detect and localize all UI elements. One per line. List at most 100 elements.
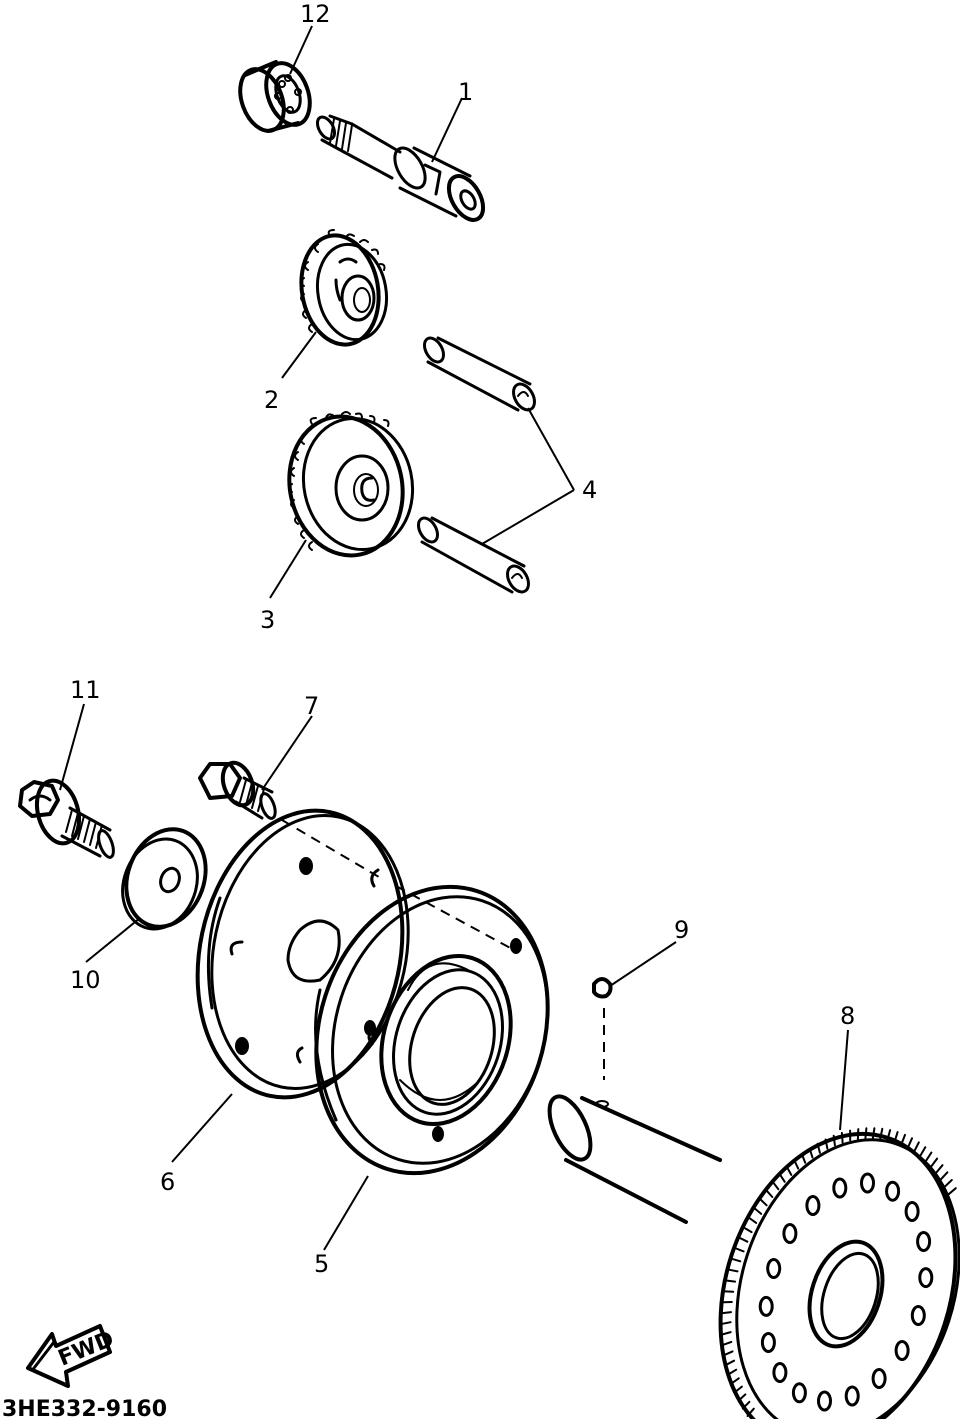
ring-gear-tooth xyxy=(947,1187,957,1196)
ring-gear-hole xyxy=(760,1332,776,1353)
ring-gear-hole xyxy=(766,1258,782,1279)
callout-numbers: 12 1 2 4 3 11 7 10 9 8 6 5 xyxy=(70,0,855,1278)
ring-gear-tooth xyxy=(753,1207,763,1215)
callout-2: 2 xyxy=(264,386,279,414)
ring-gear-tooth xyxy=(907,1137,913,1149)
ring-gear-tooth xyxy=(746,1407,755,1417)
ring-gear-tooth xyxy=(900,1133,906,1146)
part-9-key xyxy=(592,977,613,999)
callout-6: 6 xyxy=(160,1168,175,1196)
part-10-washer xyxy=(121,827,208,931)
ring-gear-hole xyxy=(871,1368,887,1389)
ring-gear-hole xyxy=(805,1195,821,1216)
callout-11: 11 xyxy=(70,676,101,704)
ring-gear-tooth xyxy=(721,1311,732,1315)
ring-gear-tooth xyxy=(730,1377,740,1385)
ring-gear-tooth xyxy=(721,1331,732,1336)
ring-gear-tooth xyxy=(726,1279,737,1283)
ring-gear-hole xyxy=(918,1267,934,1289)
ring-gear-tooth xyxy=(840,1131,844,1144)
ring-gear-tooth xyxy=(765,1189,774,1198)
ring-gear-hole xyxy=(758,1295,774,1317)
ring-gear-hole xyxy=(885,1180,901,1202)
ring-gear-tooth xyxy=(741,1400,751,1410)
leader-lines xyxy=(59,25,849,1251)
callout-7: 7 xyxy=(304,692,319,720)
ring-gear-tooth xyxy=(919,1146,927,1157)
part-12-bearing xyxy=(238,60,312,133)
part-4-pin-lower xyxy=(417,516,530,594)
ring-gear-hole xyxy=(844,1385,860,1407)
ring-gear-tooth xyxy=(864,1127,868,1140)
ring-gear-tooth xyxy=(786,1166,793,1176)
ring-gear-tooth xyxy=(925,1151,933,1162)
callout-4: 4 xyxy=(582,476,597,504)
ring-gear-tooth xyxy=(748,1217,758,1224)
ring-gear-tooth xyxy=(893,1131,899,1143)
part-6-clutch-plate xyxy=(195,808,410,1100)
callout-5: 5 xyxy=(314,1250,329,1278)
fwd-direction-arrow: FWD xyxy=(26,1324,118,1388)
callout-1: 1 xyxy=(458,78,473,106)
ring-gear-hole xyxy=(910,1305,926,1326)
alignment-lines xyxy=(281,819,605,1080)
ring-gear-hole xyxy=(894,1340,910,1361)
ring-gear-bolt-holes xyxy=(758,1172,934,1412)
ring-gear-tooth xyxy=(743,1227,753,1234)
part-2-small-gear xyxy=(299,229,389,347)
ring-gear-hole xyxy=(832,1177,848,1199)
callout-9: 9 xyxy=(674,916,689,944)
part-11-flange-bolt xyxy=(18,778,115,859)
ring-gear-hole xyxy=(904,1201,920,1222)
ring-gear-tooth xyxy=(723,1350,734,1356)
drawing-code: 3HE332-9160 xyxy=(2,1397,167,1419)
callout-10: 10 xyxy=(70,966,101,994)
ring-gear-hole xyxy=(772,1362,788,1383)
ring-gear-tooth xyxy=(731,1258,742,1263)
ring-gear-tooth xyxy=(759,1198,768,1207)
ring-gear-tooth xyxy=(735,1247,745,1253)
ring-gear-tooth xyxy=(930,1157,939,1168)
part-1-shaft xyxy=(315,114,486,222)
ring-gear-tooth xyxy=(722,1340,733,1346)
ring-gear-tooth xyxy=(808,1147,814,1159)
ring-gear-tooth xyxy=(824,1138,829,1150)
ring-gear-tooth xyxy=(779,1173,786,1183)
ring-gear-tooth xyxy=(721,1321,732,1325)
ring-gear-tooth xyxy=(935,1164,944,1174)
ring-gear-hole xyxy=(782,1223,798,1244)
ring-gear-tooth xyxy=(832,1134,836,1147)
ring-gear-hole xyxy=(860,1172,875,1194)
callout-12: 12 xyxy=(300,0,331,28)
ring-gear-hole xyxy=(791,1382,807,1404)
ring-gear-tooth xyxy=(728,1268,739,1273)
part-4-pin-upper xyxy=(423,336,536,412)
ring-gear-tooth xyxy=(733,1385,743,1394)
callout-3: 3 xyxy=(260,606,275,634)
ring-gear-teeth xyxy=(721,1127,957,1417)
ring-gear-tooth xyxy=(871,1127,876,1139)
part-7-bolt xyxy=(198,760,277,820)
callout-8: 8 xyxy=(840,1002,855,1030)
ring-gear-hole xyxy=(916,1231,932,1252)
ring-gear-tooth xyxy=(793,1159,800,1170)
part-3-large-gear xyxy=(287,411,415,558)
ring-gear-tooth xyxy=(939,1171,949,1181)
ring-gear-tooth xyxy=(913,1141,920,1153)
ring-gear-tooth xyxy=(800,1153,807,1164)
ring-gear-tooth xyxy=(886,1129,892,1141)
part-5-clutch-housing xyxy=(314,884,550,1176)
ring-gear-tooth xyxy=(879,1127,884,1140)
ring-gear-tooth xyxy=(739,1237,749,1243)
ring-gear-hole xyxy=(817,1390,832,1412)
ring-gear-tooth xyxy=(737,1393,747,1402)
ring-gear-tooth xyxy=(772,1181,780,1191)
part-8-hub-sleeve xyxy=(547,1094,722,1224)
ring-gear-tooth xyxy=(725,1359,736,1366)
part-8-ring-gear xyxy=(718,1127,960,1419)
ring-gear-tooth xyxy=(944,1179,953,1188)
ring-gear-tooth xyxy=(727,1368,738,1376)
ring-gear-tooth xyxy=(816,1142,821,1154)
